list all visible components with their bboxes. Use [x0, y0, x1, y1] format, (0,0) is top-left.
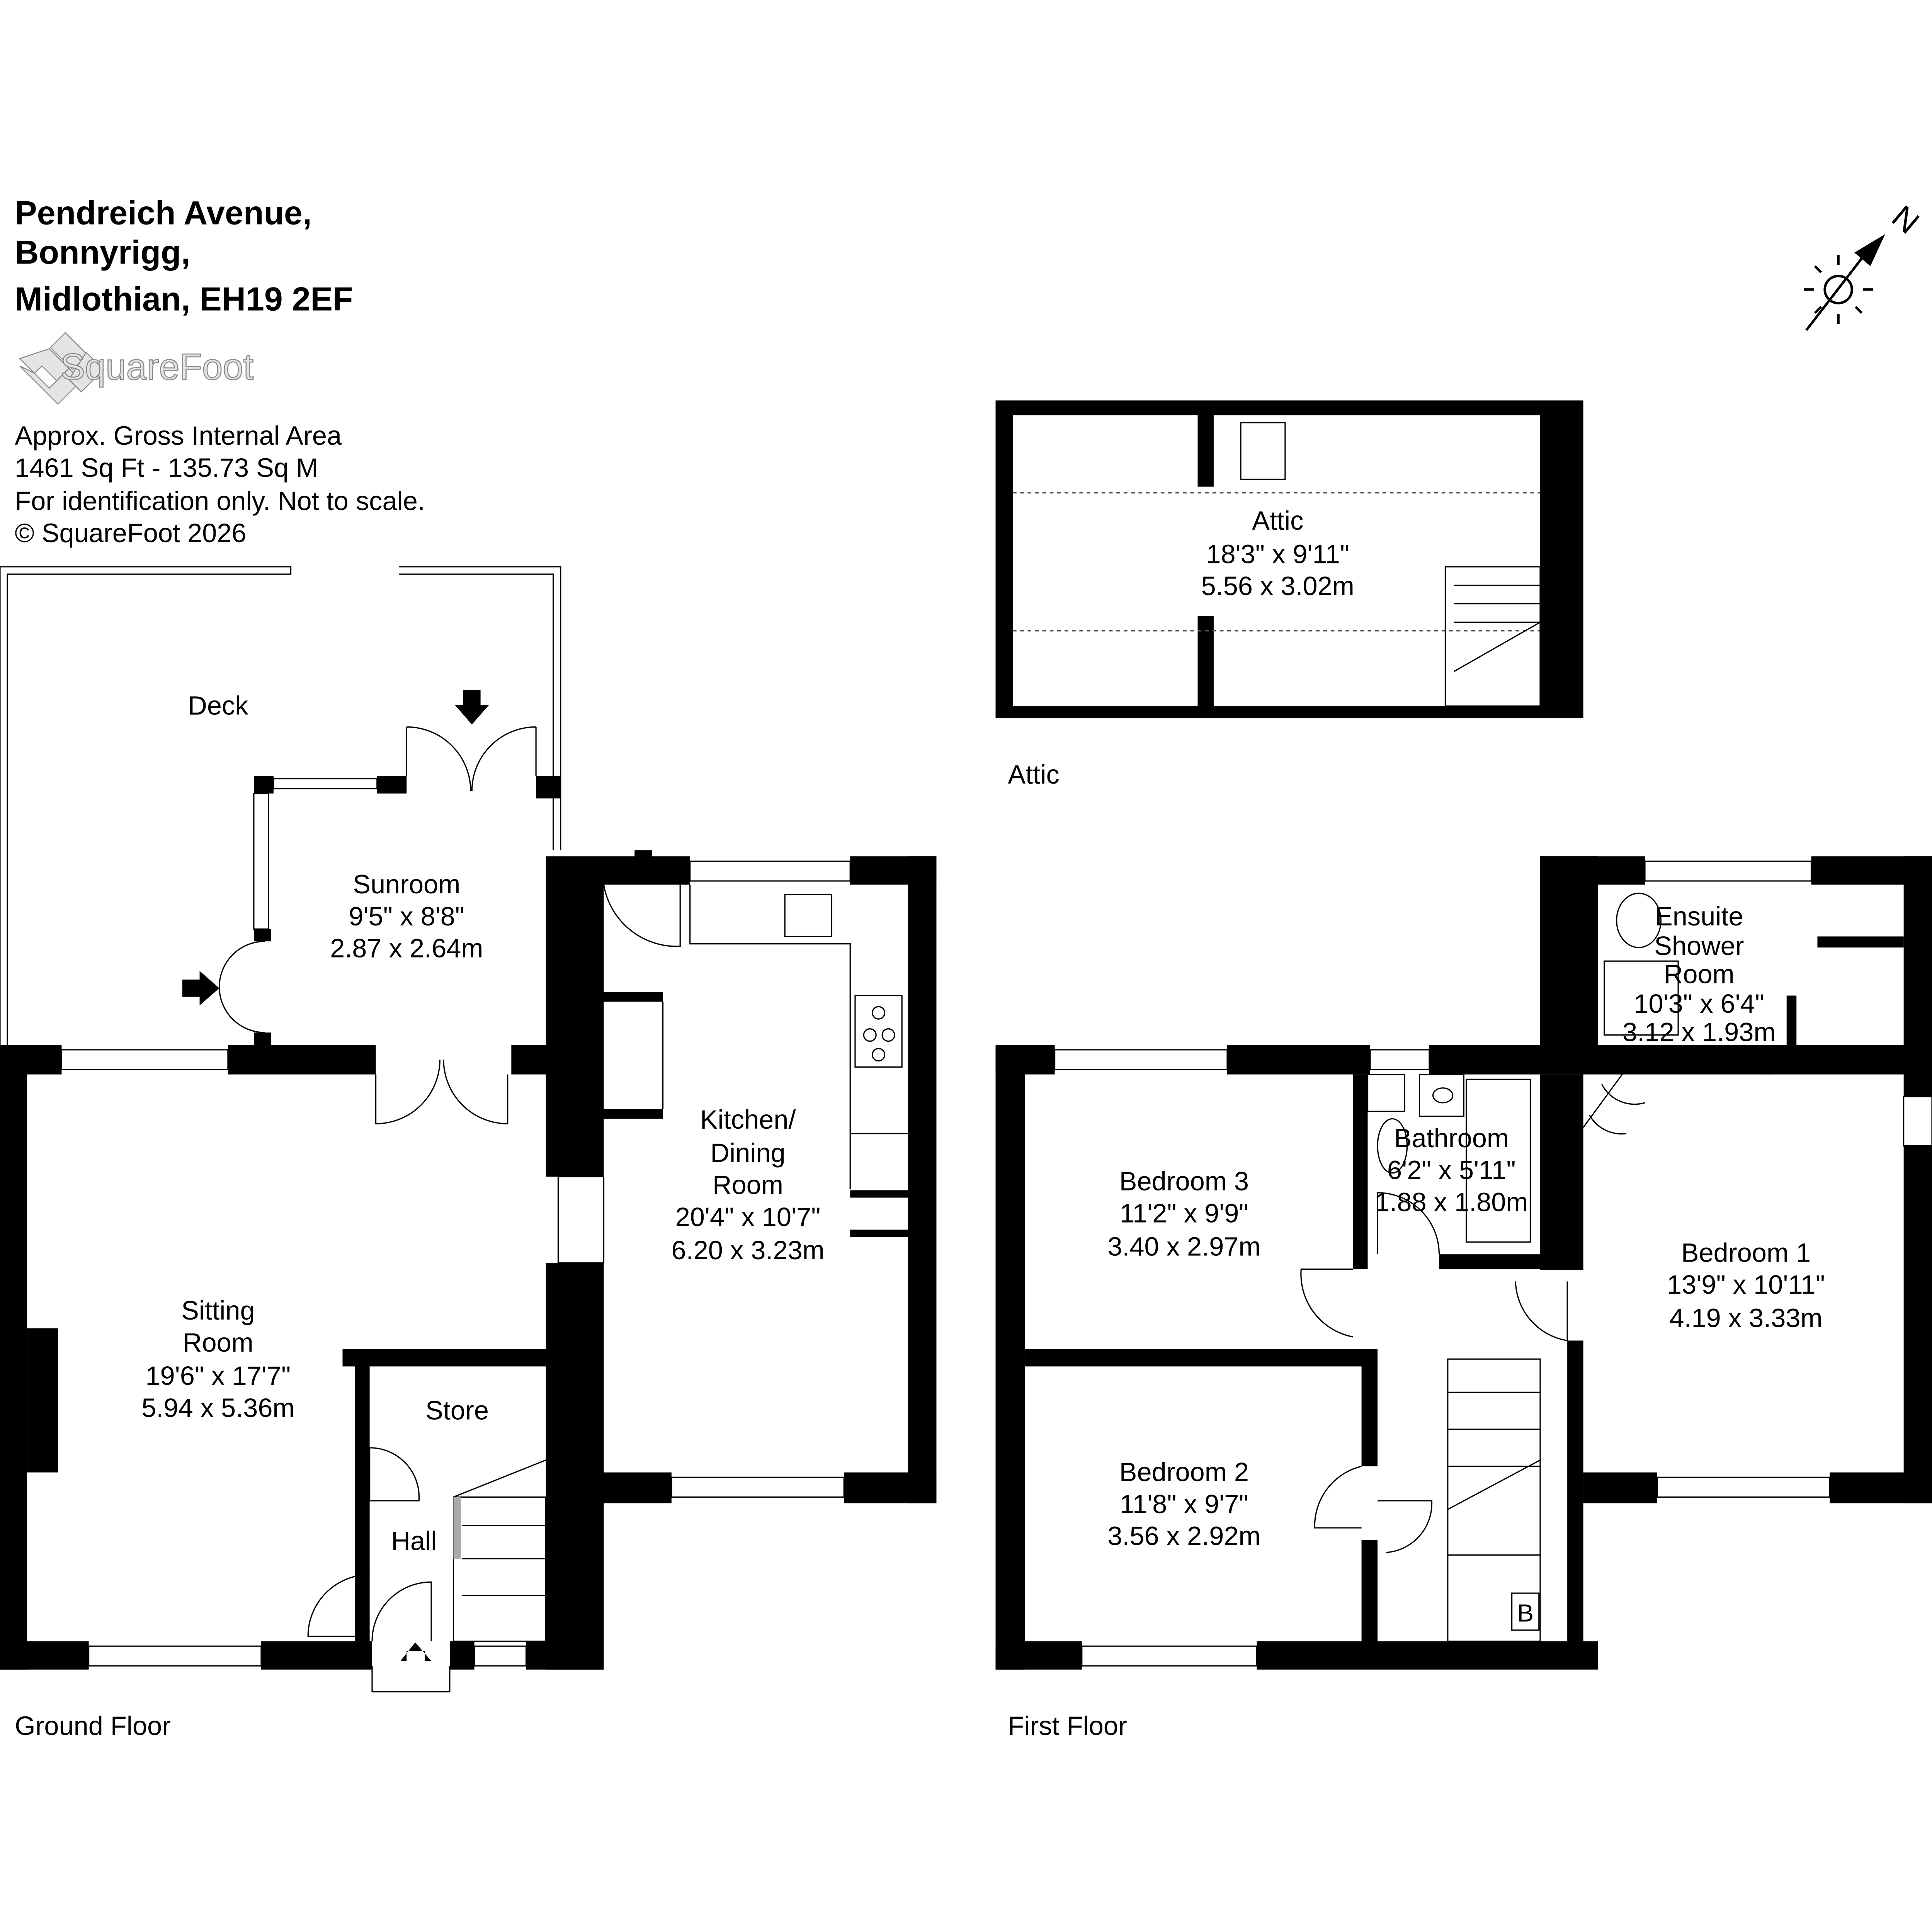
bedroom-1-imperial: 13'9" x 10'11": [1667, 1270, 1825, 1299]
compass-north-label: N: [1885, 198, 1926, 241]
attic-room-metric: 5.56 x 3.02m: [1201, 571, 1354, 601]
ensuite-name-3: Room: [1664, 959, 1735, 989]
bathroom-name: Bathroom: [1394, 1123, 1509, 1153]
attic-stairs: [1444, 566, 1541, 707]
store-label: Store: [425, 1395, 489, 1425]
sunroom-imperial: 9'5" x 8'8": [349, 901, 464, 931]
kitchen-metric: 6.20 x 3.23m: [671, 1235, 824, 1265]
sitting-room-imperial: 19'6" x 17'7": [145, 1361, 291, 1391]
copyright: © SquareFoot 2026: [15, 518, 246, 548]
boiler-label: B: [1517, 1599, 1534, 1627]
entrance-arrow-icon: [182, 971, 219, 1006]
kitchen-name-2: Dining: [710, 1138, 785, 1168]
area-info: Approx. Gross Internal Area 1461 Sq Ft -…: [15, 421, 425, 548]
bedroom-3-name: Bedroom 3: [1119, 1166, 1249, 1196]
sunroom-metric: 2.87 x 2.64m: [330, 934, 483, 963]
area-title: Approx. Gross Internal Area: [15, 421, 342, 451]
ground-floor-label: Ground Floor: [15, 1711, 171, 1741]
attic-room-name: Attic: [1252, 506, 1303, 536]
logo-mark-icon: [19, 332, 104, 405]
ground-stairs: [452, 1459, 547, 1642]
address-line-1: Pendreich Avenue,: [15, 194, 312, 231]
kitchen-name-1: Kitchen/: [700, 1105, 796, 1134]
first-floor-label: First Floor: [1008, 1711, 1127, 1741]
sitting-room-metric: 5.94 x 5.36m: [141, 1393, 294, 1423]
area-value: 1461 Sq Ft - 135.73 Sq M: [15, 453, 318, 483]
bathroom-metric: 1.88 x 1.80m: [1375, 1187, 1528, 1217]
front-door-arrow-icon: [400, 1642, 432, 1661]
ensuite-name-1: Ensuite: [1655, 901, 1743, 931]
logo-text: SquareFoot: [60, 346, 253, 388]
bedroom-1-metric: 4.19 x 3.33m: [1669, 1303, 1822, 1333]
address-block: Pendreich Avenue, Bonnyrigg, Midlothian,…: [15, 194, 353, 318]
attic-floor: Attic 18'3" x 9'11" 5.56 x 3.02m Attic: [995, 400, 1583, 789]
bedroom-2-metric: 3.56 x 2.92m: [1107, 1521, 1260, 1551]
entrance-arrow-icon: [454, 690, 489, 724]
bedroom-3-imperial: 11'2" x 9'9": [1120, 1198, 1248, 1228]
boiler-cupboard: [1511, 1592, 1540, 1631]
bathroom-imperial: 6'2" x 5'11": [1387, 1155, 1516, 1185]
ground-floor: Deck Sunroom 9'5" x 8'8" 2.87 x 2.64m Ki…: [0, 566, 937, 1741]
hall-label: Hall: [391, 1526, 437, 1556]
deck-label: Deck: [188, 690, 248, 720]
attic-floor-label: Attic: [1008, 760, 1059, 789]
first-floor: B Ensuite Shower Room 10'3" x 6'4" 3.12 …: [995, 856, 1932, 1741]
entrance-arrow-icon: [626, 850, 661, 885]
sunroom-name: Sunroom: [353, 869, 460, 899]
kitchen-name-3: Room: [713, 1170, 783, 1200]
kitchen-imperial: 20'4" x 10'7": [675, 1202, 821, 1232]
bedroom-3-metric: 3.40 x 2.97m: [1107, 1231, 1260, 1261]
bedroom-2-name: Bedroom 2: [1119, 1457, 1249, 1487]
sitting-room-name-2: Room: [183, 1328, 253, 1357]
bedroom-2-imperial: 11'8" x 9'7": [1120, 1489, 1248, 1519]
disclaimer: For identification only. Not to scale.: [15, 486, 425, 516]
bedroom-1-name: Bedroom 1: [1681, 1238, 1811, 1267]
compass-icon: N: [1804, 198, 1926, 331]
attic-room-imperial: 18'3" x 9'11": [1206, 539, 1349, 569]
ensuite-imperial: 10'3" x 6'4": [1634, 989, 1764, 1019]
first-floor-stairs: [1447, 1358, 1541, 1642]
ensuite-metric: 3.12 x 1.93m: [1622, 1017, 1776, 1047]
squarefoot-logo: SquareFoot: [19, 332, 254, 405]
address-line-3: Midlothian, EH19 2EF: [15, 281, 353, 318]
address-line-2: Bonnyrigg,: [15, 234, 190, 271]
sitting-room-name-1: Sitting: [181, 1296, 255, 1325]
ensuite-name-2: Shower: [1654, 931, 1744, 961]
